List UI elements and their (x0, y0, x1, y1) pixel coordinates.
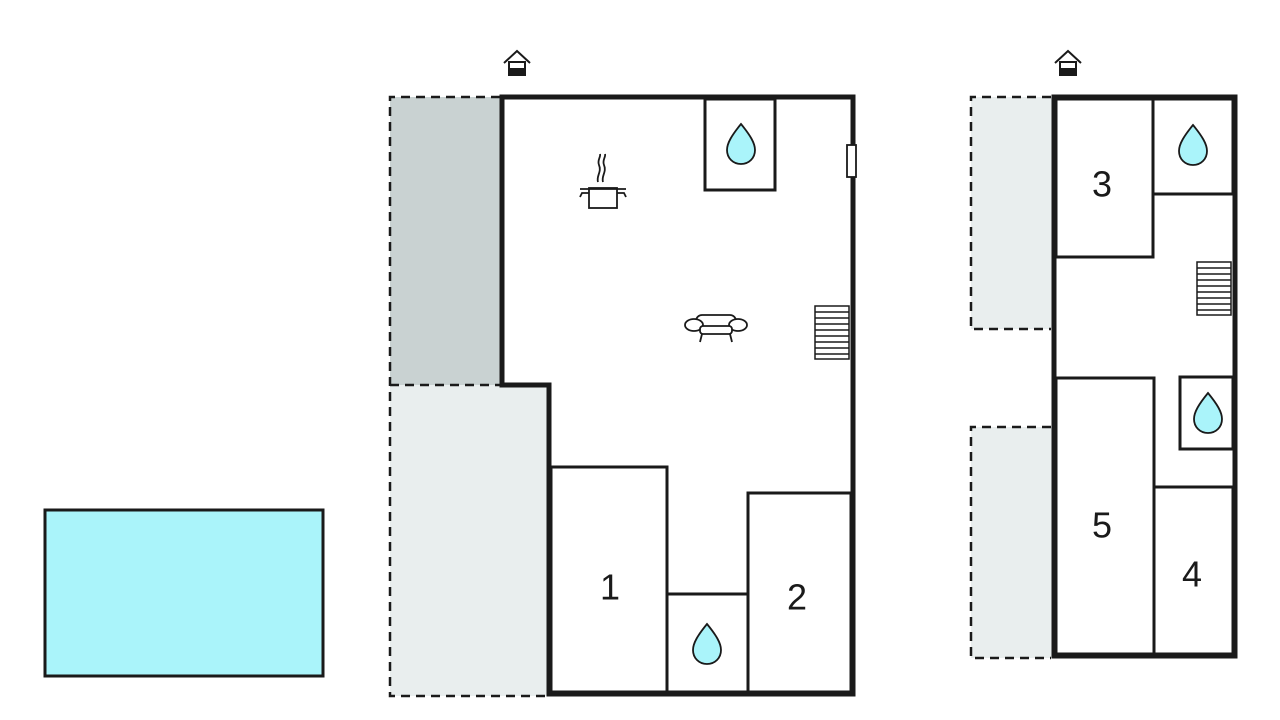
upper-terrace-top-outline (969, 95, 1051, 331)
terrace (390, 385, 548, 696)
covered-terrace (390, 97, 502, 385)
water-drop-icon (726, 122, 756, 165)
room-label-5: 5 (1092, 505, 1112, 546)
fireplace-icon (846, 144, 857, 178)
room-label-2: 2 (787, 577, 807, 618)
bedroom-4 (1152, 485, 1235, 656)
room-label-1: 1 (600, 567, 620, 608)
cooking-pot-icon (579, 153, 627, 209)
upper-terrace-top (971, 97, 1052, 329)
room-label-4: 4 (1182, 554, 1202, 595)
water-drop-icon (1178, 123, 1208, 166)
swimming-pool (43, 508, 325, 678)
terrace-outline (388, 95, 548, 698)
stairs-icon (1196, 261, 1232, 316)
house-entrance-icon (503, 49, 531, 76)
water-drop-icon (1193, 391, 1223, 434)
water-drop-icon (692, 622, 722, 665)
sofa-icon (684, 314, 748, 343)
bedroom-1 (549, 465, 669, 694)
stairs-icon (814, 305, 850, 360)
house-entrance-icon (1054, 49, 1082, 76)
upper-terrace-bottom (971, 427, 1052, 658)
bedroom-2 (746, 491, 853, 694)
room-label-3: 3 (1092, 164, 1112, 205)
bedroom-5 (1054, 376, 1156, 656)
upper-terrace-bottom-outline (969, 425, 1051, 660)
